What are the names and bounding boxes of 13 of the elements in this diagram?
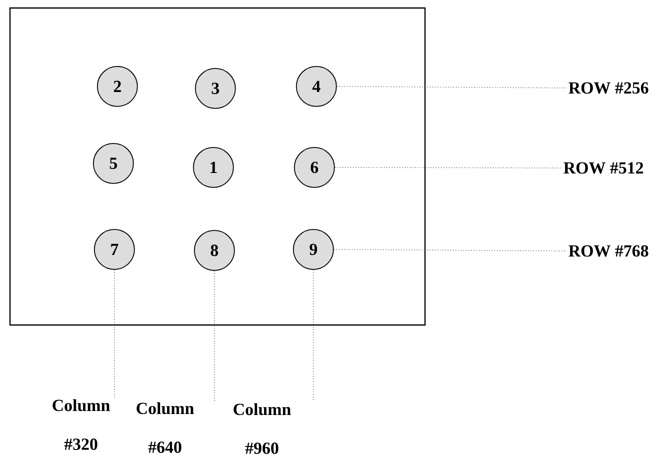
row-label: ROW #256: [568, 82, 648, 94]
row-label: ROW #768: [568, 245, 648, 257]
leader-line: [214, 270, 215, 402]
leader-line: [114, 270, 115, 398]
frame-box: [9, 7, 426, 326]
leader-line: [313, 270, 314, 402]
leader-line: [334, 249, 568, 252]
row-label: ROW #512: [564, 162, 644, 174]
leader-line: [336, 86, 568, 88]
column-label: Column #640: [136, 402, 194, 453]
column-label: Column #960: [234, 403, 291, 454]
column-label: Column #320: [52, 399, 110, 450]
leader-line: [334, 167, 562, 168]
